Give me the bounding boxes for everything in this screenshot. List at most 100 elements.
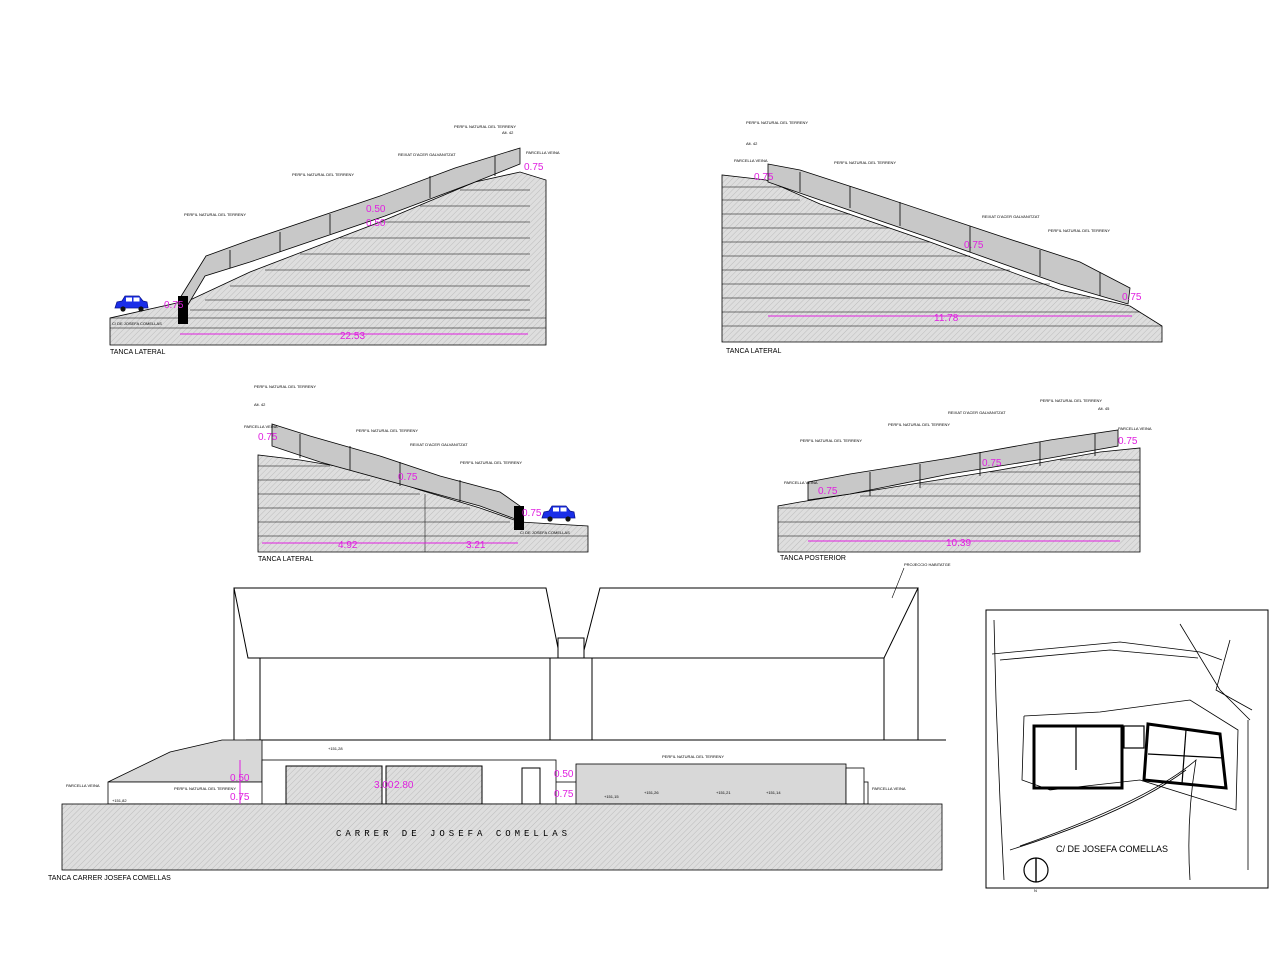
level-label: +151,14 [766,790,781,795]
note-perfil-top: PERFIL NATURAL DEL TERRENY [746,120,808,125]
street-band [61,803,943,871]
garage-door-left [285,765,383,805]
level-label: +151,82 [112,798,127,803]
north-label: N [1034,888,1037,893]
height-dimension-left: 0.75 [818,486,838,497]
ground-mass [777,447,1141,553]
note-perfil-top: PERFIL NATURAL DEL TERRENY [254,384,316,389]
fence-posts [299,434,461,502]
note-projection: PROJECCIO HABITATGE [904,562,951,567]
note-perfil-top: PERFIL NATURAL DEL TERRENY [454,124,516,129]
retaining-wall [514,506,524,530]
height-dimension-right: 0.75 [1118,436,1138,447]
note-alt: Alt. 42 [254,402,266,407]
note-alt: Alt. 45 [1098,406,1110,411]
note-perfil-mid: PERFIL NATURAL DEL TERRENY [888,422,950,427]
fence-panel [575,763,847,805]
terrace-lines [258,465,588,552]
section-caption: TANCA CARRER JOSEFA COMELLAS [48,875,171,882]
section-tanca-lateral-2: 11.78 0.75 0.75 0.75 PERFIL NATURAL DEL … [721,120,1163,355]
fence-band [179,147,521,309]
ground-mass [109,171,547,346]
section-caption: TANCA LATERAL [258,556,313,563]
section-tanca-lateral-3: 4.92 3.21 0.75 0.75 0.75 PERFIL NATURAL … [244,384,589,563]
section-caption: TANCA POSTERIOR [780,555,846,562]
height-dimension-left: 0.75 [754,172,774,183]
car-icon [541,505,576,523]
terrace-lines [778,459,1140,537]
height-dimension-a: 0.50 [230,773,250,784]
note-parcella: PARCELLA VEINA [734,158,768,163]
length-dimension: 10.39 [946,538,971,549]
note-perfil-left: PERFIL NATURAL DEL TERRENY [800,438,862,443]
fence-posts [229,156,496,268]
note-reixat: REIXAT D'ACER GALVANITZAT [398,152,456,157]
height-dimension-mid-b: 0.50 [366,218,386,229]
height-dimension-mid: 0.75 [398,472,418,483]
fence-band [807,429,1119,501]
height-dimension-f: 0.75 [554,789,574,800]
length-dimension: 11.78 [934,313,959,324]
section-caption: TANCA LATERAL [726,348,781,355]
level-label: +151,15 [604,794,619,799]
note-alt: Alt. 42 [746,141,758,146]
note-perfil-right: PERFIL NATURAL DEL TERRENY [1048,228,1110,233]
level-label: +151,28 [328,746,343,751]
fence-posts [799,172,1101,296]
interior-walls [1075,725,1225,785]
note-reixat: REIXAT D'ACER GALVANITZAT [410,442,468,447]
leader-line [891,567,905,599]
section-caption: TANCA LATERAL [110,349,165,356]
ground-mass [257,454,589,553]
height-dimension-right: 0.75 [522,508,542,519]
fence-band [767,163,1131,305]
note-parcella-right: PARCELLA VEINA [1118,426,1152,431]
car-icon [114,295,149,313]
note-alt: Alt. 42 [502,130,514,135]
height-dimension-right: 0.75 [1122,292,1142,303]
note-parcella: PARCELLA VEINA [526,150,560,155]
height-dimension-mid: 0.75 [964,240,984,251]
note-perfil-mid: PERFIL NATURAL DEL TERRENY [834,160,896,165]
length-dimension-b: 3.21 [466,540,486,551]
height-dimension-c: 3.00 [374,780,394,791]
street-name: CARRER DE JOSEFA COMELLAS [336,829,571,839]
note-parcella: PARCELLA VEINA [244,424,278,429]
height-dimension-left: 0.75 [258,432,278,443]
retaining-wall [178,296,188,324]
house-projection [233,587,946,760]
note-perfil-mid: PERFIL NATURAL DEL TERRENY [356,428,418,433]
terrace-lines [722,186,1162,327]
note-reixat: REIXAT D'ACER GALVANITZAT [948,410,1006,415]
ground-mass [721,174,1163,343]
note-parcella-right: PARCELLA VEINA [872,786,906,791]
street-elevation: CARRER DE JOSEFA COMELLAS 0.50 0.75 3.00… [48,562,951,882]
height-dimension-d: 2.80 [394,780,414,791]
note-perfil-left: PERFIL NATURAL DEL TERRENY [184,212,246,217]
height-dimension-mid: 0.75 [982,458,1002,469]
street-label: C/ DE JOSEFA COMELLAS [1056,844,1168,854]
note-perfil-right: PERFIL NATURAL DEL TERRENY [662,754,724,759]
pedestrian-door [521,767,541,805]
length-dimension: 22.53 [340,331,365,342]
height-dimension-left: 0.75 [164,300,184,311]
height-dimension-b: 0.75 [230,792,250,803]
street-label: C/ DE JOSEFA COMELLAS [112,321,162,326]
note-reixat: REIXAT D'ACER GALVANITZAT [982,214,1040,219]
note-perfil-right: PERFIL NATURAL DEL TERRENY [460,460,522,465]
site-plan: C/ DE JOSEFA COMELLAS N [985,609,1269,893]
height-dimension-right: 0.75 [524,162,544,173]
section-tanca-lateral-1: C/ DE JOSEFA COMELLAS 22.53 0.75 0.50 0.… [109,124,560,356]
height-dimension-e: 0.50 [554,769,574,780]
level-label: +151,26 [644,790,659,795]
length-dimension-a: 4.92 [338,540,358,551]
note-parcella-left: PARCELLA VEINA [784,480,818,485]
level-label: +151,21 [716,790,731,795]
fence-posts [869,434,1096,496]
note-perfil-left: PERFIL NATURAL DEL TERRENY [174,786,236,791]
pillar [845,767,865,805]
plot-boundaries [991,619,1253,881]
note-parcella-left: PARCELLA VEINA [66,783,100,788]
height-dimension-mid-a: 0.50 [366,204,386,215]
